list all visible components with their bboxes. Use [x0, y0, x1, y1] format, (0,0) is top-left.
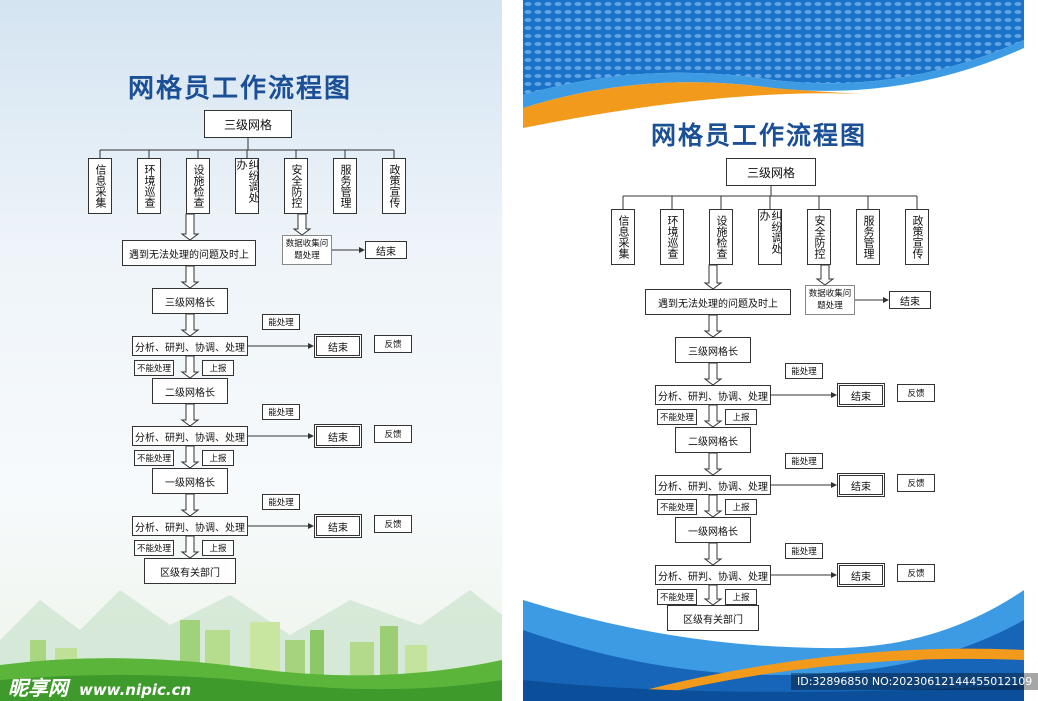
- flow-connectors: [622, 186, 918, 606]
- end-box: 结束: [314, 424, 362, 448]
- box-level3: 三级网格长: [152, 288, 228, 314]
- duty-box: 安全防控: [284, 158, 308, 214]
- feedback-label: 反馈: [897, 384, 935, 402]
- end-box: 结束: [889, 291, 931, 309]
- end-box: 结束: [837, 383, 885, 407]
- feedback-label: 反馈: [897, 564, 935, 582]
- cannot-handle-label: 不能处理: [657, 589, 697, 605]
- report-up-label: 上报: [202, 450, 234, 466]
- poster-title: 网格员工作流程图: [651, 121, 868, 150]
- can-handle-label: 能处理: [785, 363, 823, 379]
- analyze-box: 分析、研判、协调、处理: [132, 336, 248, 356]
- duty-box: 安全防控: [807, 209, 831, 265]
- cannot-handle-label: 不能处理: [657, 409, 697, 425]
- box-level1: 一级网格长: [152, 468, 228, 494]
- duty-box: 纠纷调处办: [235, 158, 260, 214]
- duty-box: 信息采集: [88, 158, 112, 214]
- report-up-label: 上报: [725, 409, 757, 425]
- watermark-logo-text: 昵享网: [8, 676, 68, 700]
- cannot-handle-label: 不能处理: [134, 360, 174, 376]
- report-box: 遇到无法处理的问题及时上: [122, 240, 256, 266]
- analyze-box: 分析、研判、协调、处理: [655, 475, 771, 495]
- feedback-label: 反馈: [374, 425, 412, 443]
- duty-box: 纠纷调处办: [758, 209, 783, 265]
- district-box: 区级有关部门: [144, 558, 236, 584]
- poster-left: 网格员工作流程图 三级网格信息采集 环境巡查 设施检查 纠纷调处办安全防控 服务管理 政策…: [0, 0, 502, 701]
- watermark-id: ID:32896850 NO:20230612144455012109: [791, 673, 1038, 690]
- feedback-label: 反馈: [374, 515, 412, 533]
- can-handle-label: 能处理: [262, 494, 300, 510]
- duty-box: 信息采集: [611, 209, 635, 265]
- box-level2: 二级网格长: [152, 378, 228, 404]
- duty-box: 政策宣传: [382, 158, 406, 214]
- cannot-handle-label: 不能处理: [134, 540, 174, 556]
- box-level1: 一级网格长: [675, 517, 751, 543]
- analyze-box: 分析、研判、协调、处理: [655, 565, 771, 585]
- box-level-grid: 三级网格: [204, 110, 292, 138]
- feedback-label: 反馈: [374, 335, 412, 353]
- duty-box: 设施检查: [709, 209, 733, 265]
- cannot-handle-label: 不能处理: [134, 450, 174, 466]
- analyze-box: 分析、研判、协调、处理: [132, 426, 248, 446]
- end-box: 结束: [314, 334, 362, 358]
- feedback-label: 反馈: [897, 474, 935, 492]
- duty-box: 环境巡查: [660, 209, 684, 265]
- duty-box: 设施检查: [186, 158, 210, 214]
- duty-box: 服务管理: [333, 158, 357, 214]
- data-collect-box: 数据收集问题处理: [282, 235, 332, 265]
- can-handle-label: 能处理: [785, 543, 823, 559]
- right-decor: [523, 0, 1024, 701]
- box-level3: 三级网格长: [675, 337, 751, 363]
- end-box: 结束: [365, 241, 407, 259]
- poster-right: 网格员工作流程图 三级网格信息采集 环境巡查 设施检查 纠纷调处办安全防控 服务管理 政策…: [523, 0, 1038, 701]
- report-up-label: 上报: [202, 360, 234, 376]
- duty-box: 环境巡查: [137, 158, 161, 214]
- can-handle-label: 能处理: [785, 453, 823, 469]
- box-level-grid: 三级网格: [726, 158, 816, 186]
- analyze-box: 分析、研判、协调、处理: [132, 516, 248, 536]
- report-box: 遇到无法处理的问题及时上: [645, 289, 791, 315]
- can-handle-label: 能处理: [262, 404, 300, 420]
- end-box: 结束: [314, 514, 362, 538]
- cannot-handle-label: 不能处理: [657, 499, 697, 515]
- flow-connectors: [99, 138, 395, 559]
- report-up-label: 上报: [202, 540, 234, 556]
- report-up-label: 上报: [725, 499, 757, 515]
- end-box: 结束: [837, 473, 885, 497]
- left-scenery: [0, 590, 502, 701]
- poster-title: 网格员工作流程图: [128, 74, 353, 104]
- report-up-label: 上报: [725, 589, 757, 605]
- box-level2: 二级网格长: [675, 427, 751, 453]
- analyze-box: 分析、研判、协调、处理: [655, 385, 771, 405]
- duty-box: 服务管理: [856, 209, 880, 265]
- can-handle-label: 能处理: [262, 314, 300, 330]
- watermark-url: www.nipic.cn: [78, 681, 192, 699]
- end-box: 结束: [837, 563, 885, 587]
- data-collect-box: 数据收集问题处理: [805, 285, 855, 315]
- duty-box: 政策宣传: [905, 209, 929, 265]
- watermark-logo: 昵享网 www.nipic.cn: [8, 672, 191, 701]
- district-box: 区级有关部门: [667, 605, 759, 631]
